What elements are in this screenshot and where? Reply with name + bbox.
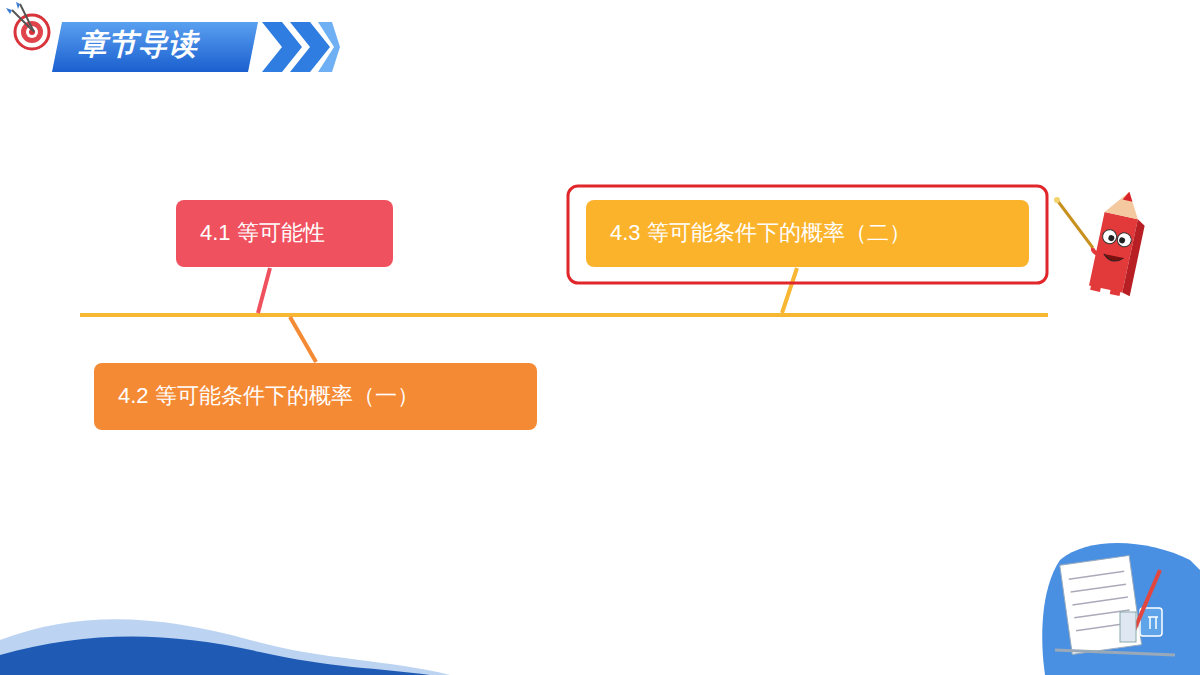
topic-label: 4.2 等可能条件下的概率（一） bbox=[118, 383, 419, 409]
wave-decoration bbox=[0, 619, 450, 675]
topic-label: 4.1 等可能性 bbox=[200, 220, 325, 246]
timeline bbox=[80, 313, 1048, 317]
topic-label: 4.3 等可能条件下的概率（二） bbox=[610, 220, 911, 246]
topic-box: 4.1 等可能性 bbox=[176, 200, 393, 267]
study-illustration bbox=[1042, 543, 1200, 675]
section-title: 章节导读 bbox=[78, 25, 198, 65]
topic-box: 4.3 等可能条件下的概率（二） bbox=[586, 200, 1029, 267]
highlight-frame bbox=[568, 186, 1047, 283]
leader-line bbox=[782, 268, 797, 313]
leader-line bbox=[258, 268, 270, 313]
target-icon bbox=[6, 2, 49, 49]
header-banner bbox=[52, 22, 340, 72]
leader-line bbox=[290, 317, 316, 362]
pencil-mascot bbox=[1054, 188, 1151, 298]
topic-box: 4.2 等可能条件下的概率（一） bbox=[94, 363, 537, 430]
